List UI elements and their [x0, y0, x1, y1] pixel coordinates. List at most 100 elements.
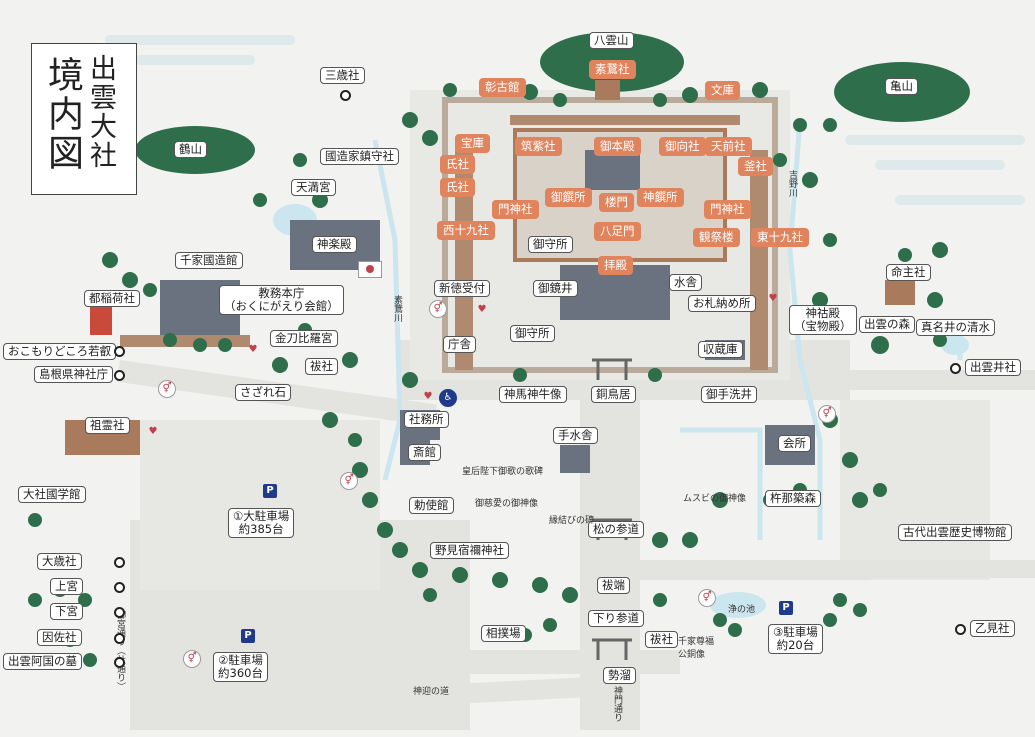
parking-icon[interactable]: P: [779, 601, 793, 615]
label-sazare-ishi[interactable]: さざれ石: [235, 384, 291, 402]
label-chokushikan[interactable]: 勅使館: [409, 497, 454, 515]
label-mongami-sha-east[interactable]: 門神社: [704, 200, 751, 220]
label-ujinoyashiro-1[interactable]: 氏社: [440, 155, 475, 175]
label-mimuki-sha[interactable]: 御向社: [659, 137, 706, 157]
label-sorei-sha[interactable]: 祖霊社: [85, 417, 130, 435]
label-haraenoyashiro-south[interactable]: 祓社: [645, 631, 678, 649]
heart-icon: ♥: [248, 344, 258, 355]
location-marker: [114, 582, 125, 593]
label-otoshi-sha[interactable]: 大歳社: [37, 553, 82, 571]
label-kotohiragu[interactable]: 金刀比羅宮: [270, 330, 338, 348]
label-parking-1[interactable]: ①大駐車場 約385台: [228, 508, 295, 539]
label-soga-sha[interactable]: 素鵞社: [589, 60, 636, 80]
location-marker: [114, 370, 125, 381]
label-omamorisho-north[interactable]: 御守所: [528, 236, 573, 254]
parking-icon[interactable]: P: [241, 629, 255, 643]
label-gosensho[interactable]: 御饌所: [545, 188, 592, 208]
label-shinme-shingyu-zo[interactable]: 神馬神牛像: [499, 386, 567, 404]
label-shokokan[interactable]: 彰古館: [479, 78, 526, 98]
label-kyomu-honcho[interactable]: 教務本庁 （おくにがえり会館）: [219, 285, 344, 316]
label-izumoi-sha[interactable]: 出雲井社: [965, 359, 1021, 377]
label-kitou-uketsuke[interactable]: 新徳受付: [434, 280, 490, 298]
label-nominosukune-jinja[interactable]: 野見宿禰神社: [430, 542, 509, 560]
label-sumoba[interactable]: 相撲場: [481, 625, 526, 643]
location-marker: [340, 90, 351, 101]
label-hoko[interactable]: 宝庫: [455, 134, 490, 154]
text-kiyo-no-ike: 浄の池: [728, 605, 756, 615]
toilet-icon: ⚥: [183, 650, 201, 668]
label-inasa-sha[interactable]: 因佐社: [37, 629, 82, 647]
label-kinetsukinomori[interactable]: 杵那築森: [765, 490, 821, 508]
label-izumo-no-okuni-grave[interactable]: 出雲阿国の墓: [3, 653, 82, 671]
label-chosha[interactable]: 庁舎: [443, 336, 476, 354]
wheelchair-icon: ♿: [439, 389, 457, 407]
label-tenmangu[interactable]: 天満宮: [291, 179, 336, 197]
label-nishi-jukusha[interactable]: 西十九社: [437, 221, 495, 241]
label-higashi-jukusha[interactable]: 東十九社: [751, 228, 809, 248]
label-mizuya[interactable]: 水舎: [669, 274, 702, 292]
label-haiden[interactable]: 拝殿: [598, 256, 633, 276]
label-senge-kokusokan[interactable]: 千家國造館: [175, 252, 243, 270]
label-izumo-no-mori[interactable]: 出雲の森: [859, 316, 915, 334]
label-do-torii[interactable]: 銅鳥居: [591, 386, 636, 404]
label-yatsuashimon[interactable]: 八足門: [594, 222, 641, 242]
label-shimonomiya[interactable]: 下宮: [50, 603, 83, 621]
label-kama-sha[interactable]: 釜社: [738, 157, 773, 177]
label-mitoshi-sha[interactable]: 三歳社: [320, 67, 365, 85]
label-tsuruyama[interactable]: 鶴山: [174, 141, 207, 159]
toilet-icon: ⚥: [158, 380, 176, 398]
label-ujinoyashiro-2[interactable]: 氏社: [440, 178, 475, 198]
label-parking-3[interactable]: ③駐車場 約20台: [768, 624, 823, 655]
location-marker: [114, 657, 125, 668]
label-mongami-sha-west[interactable]: 門神社: [492, 200, 539, 220]
label-gohonden[interactable]: 御本殿: [594, 137, 641, 157]
label-shinsensho[interactable]: 神饌所: [637, 188, 684, 208]
label-haraebata[interactable]: 祓端: [597, 577, 630, 595]
label-manai-no-shimizu[interactable]: 真名井の清水: [916, 319, 995, 337]
heart-icon: ♥: [477, 304, 487, 315]
label-mikagami-i[interactable]: 御鏡井: [533, 280, 578, 298]
label-kokusoke-chinju-sha[interactable]: 國造家鎮守社: [320, 148, 399, 166]
label-miyako-inari-sha[interactable]: 都稲荷社: [84, 290, 140, 308]
label-shamusho[interactable]: 社務所: [404, 411, 449, 429]
label-kameyama[interactable]: 亀山: [885, 78, 918, 96]
label-okomoridokoro[interactable]: おこもりどころ若叡: [3, 343, 117, 361]
label-shuzoko[interactable]: 収蔵庫: [698, 341, 743, 359]
label-otomi-sha[interactable]: 乙見社: [970, 620, 1015, 638]
location-marker: [955, 624, 966, 635]
label-haraenoyashiro-west[interactable]: 祓社: [305, 358, 338, 376]
location-marker: [114, 607, 125, 618]
label-kaminomiya[interactable]: 上宮: [50, 578, 83, 596]
label-shinkoden[interactable]: 神祜殿 （宝物殿）: [789, 305, 857, 336]
toilet-icon: ⚥: [429, 300, 447, 318]
label-yakumoyama[interactable]: 八雲山: [589, 32, 634, 50]
label-kaisho[interactable]: 会所: [778, 435, 811, 453]
label-bunko[interactable]: 文庫: [705, 81, 740, 101]
label-seidamari[interactable]: 勢溜: [603, 667, 636, 685]
label-kansairo[interactable]: 観祭楼: [693, 228, 740, 248]
label-tsukushi-sha[interactable]: 筑紫社: [515, 137, 562, 157]
label-omamorisho-south[interactable]: 御守所: [510, 325, 555, 343]
label-shimane-jinjacho[interactable]: 島根県神社庁: [34, 366, 113, 384]
label-matsu-no-sando[interactable]: 松の参道: [588, 521, 644, 539]
text-shinmon-dori: 神門通り: [612, 686, 622, 722]
label-inochinushi-sha[interactable]: 命主社: [886, 264, 931, 282]
label-romon[interactable]: 楼門: [599, 193, 634, 213]
text-yoshinogawa: 吉野川: [787, 170, 797, 197]
label-parking-2[interactable]: ②駐車場 約360台: [213, 652, 268, 683]
heart-icon: ♥: [768, 293, 778, 304]
label-amasaki-sha[interactable]: 天前社: [705, 137, 752, 157]
text-sogagawa: 素鵞川: [392, 295, 402, 322]
label-mitarashi-i[interactable]: 御手洗井: [701, 386, 757, 404]
label-kodai-izumo-museum[interactable]: 古代出雲歴史博物館: [898, 524, 1012, 542]
label-temizuya[interactable]: 手水舎: [553, 427, 598, 445]
label-kudari-sando[interactable]: 下り参道: [588, 610, 644, 628]
parking-icon[interactable]: P: [263, 484, 277, 498]
text-enmusubi-no-hi: 縁結びの碑: [549, 516, 595, 526]
label-kaguraden[interactable]: 神楽殿: [312, 236, 357, 254]
label-saikan[interactable]: 斎館: [408, 444, 441, 462]
text-kamimukae-no-michi: 神迎の道: [413, 687, 450, 697]
label-ofuda-osamesho[interactable]: お札納め所: [688, 295, 756, 313]
label-taisha-kokugakukan[interactable]: 大社國学館: [18, 486, 86, 504]
